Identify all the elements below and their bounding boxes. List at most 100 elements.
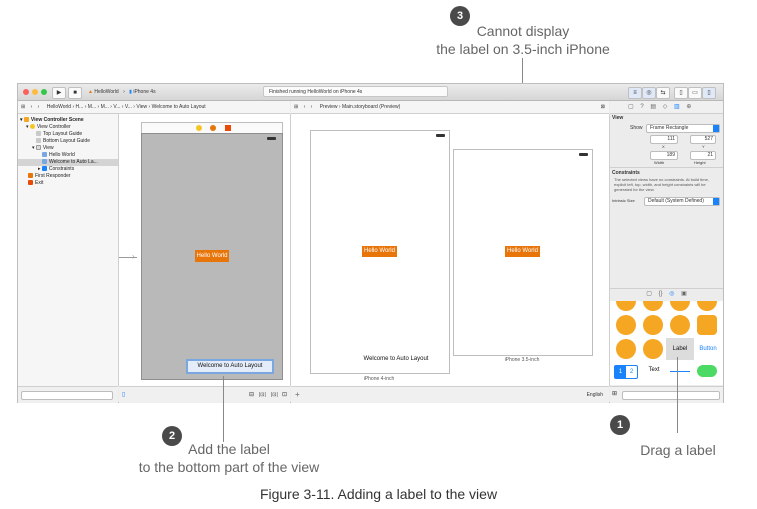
switch-item[interactable]	[697, 365, 717, 377]
y-field[interactable]: 527	[690, 135, 716, 144]
back-arrow-icon[interactable]: ‹	[30, 104, 33, 110]
close-button[interactable]	[23, 89, 29, 95]
page-control-object-icon[interactable]	[643, 339, 663, 359]
outline-row[interactable]: First Responder	[18, 173, 118, 180]
button-library-item[interactable]: Button	[699, 346, 717, 352]
minimize-button[interactable]	[32, 89, 38, 95]
version-editor-button[interactable]: ⇆	[656, 87, 670, 99]
scheme-icon: ▲	[88, 89, 93, 95]
media-library-icon[interactable]: ▣	[681, 291, 687, 297]
object-library-icon[interactable]: ◎	[669, 291, 675, 297]
grid-icon[interactable]: ⊞	[612, 391, 618, 397]
attributes-inspector-icon[interactable]: ◇	[662, 104, 668, 110]
scene-view[interactable]: Hello World Welcome to Auto Layout	[141, 133, 283, 380]
x-field[interactable]: 111	[650, 135, 678, 144]
grid-object-icon[interactable]	[616, 339, 636, 359]
back-arrow-icon[interactable]: ‹	[303, 104, 306, 110]
resolve-button[interactable]: ⊡	[282, 392, 288, 398]
debug-toggle-button[interactable]: ▭	[688, 87, 702, 99]
show-popup[interactable]: Frame Rectangle	[646, 124, 720, 133]
jump-item-project[interactable]: HelloWorld	[46, 104, 72, 110]
outline-row[interactable]: Hello World	[18, 152, 118, 159]
height-field[interactable]: 21	[690, 151, 716, 160]
jump-item-storyboard[interactable]: M...	[87, 104, 97, 110]
scheme-selector[interactable]: ▲ HelloWorld › ▮ iPhone 4s	[88, 87, 156, 97]
library-item[interactable]	[697, 301, 717, 311]
outline-row[interactable]: Bottom Layout Guide	[18, 138, 118, 145]
hexagon-object-icon[interactable]	[697, 315, 717, 335]
entry-arrow	[119, 257, 137, 258]
grid-icon[interactable]: ⊞	[294, 104, 299, 110]
first-responder-dock-icon[interactable]	[210, 125, 216, 131]
welcome-label[interactable]: Welcome to Auto Layout	[186, 359, 274, 374]
run-button[interactable]: ▶	[52, 87, 66, 99]
exit-dock-icon[interactable]	[225, 125, 231, 131]
figure-caption: Figure 3-11. Adding a label to the view	[259, 486, 498, 502]
popup-arrows-icon	[713, 125, 719, 132]
slider-item[interactable]	[670, 371, 690, 372]
intrinsic-size-popup[interactable]: Default (System Defined)	[644, 197, 720, 206]
library-item[interactable]	[670, 301, 690, 311]
utilities-toggle-button[interactable]: ▯	[702, 87, 716, 99]
library-item[interactable]	[616, 301, 636, 311]
close-preview-icon[interactable]: ⊠	[600, 104, 605, 110]
table-view-icon[interactable]	[616, 315, 636, 335]
width-field[interactable]: 189	[650, 151, 678, 160]
add-device-button[interactable]: +	[295, 390, 300, 399]
image-view-icon[interactable]	[670, 315, 690, 335]
text-field-item[interactable]: Text	[648, 367, 660, 373]
connections-inspector-icon[interactable]: ⊕	[686, 104, 692, 110]
zoom-button[interactable]	[41, 89, 47, 95]
storyboard-preview-label[interactable]: Main.storyboard (Preview)	[341, 104, 401, 110]
file-template-icon[interactable]: ▢	[646, 291, 652, 297]
jump-item-base[interactable]: M...	[100, 104, 109, 110]
jump-item-scene[interactable]: V...	[113, 104, 121, 110]
jump-item-group[interactable]: H...	[75, 104, 84, 110]
show-label: Show	[630, 125, 643, 131]
toolbar: ▶ ■ ▲ HelloWorld › ▮ iPhone 4s Finished …	[18, 84, 723, 101]
file-inspector-icon[interactable]: ▢	[628, 104, 634, 110]
xcode-window: ▶ ■ ▲ HelloWorld › ▮ iPhone 4s Finished …	[17, 83, 724, 403]
outline-row[interactable]: Exit	[18, 180, 118, 187]
jump-item-label[interactable]: Welcome to Auto Layout	[151, 104, 206, 110]
constraints-title: Constraints	[612, 170, 640, 176]
outline-row[interactable]: Top Layout Guide	[18, 131, 118, 138]
standard-editor-button[interactable]: ≡	[628, 87, 642, 99]
jump-item-controller[interactable]: V...	[124, 104, 132, 110]
battery-icon	[267, 137, 276, 140]
outline-filter-field[interactable]	[21, 391, 113, 400]
library-search-field[interactable]	[622, 391, 720, 400]
collection-view-icon[interactable]	[643, 315, 663, 335]
size-inspector-icon[interactable]: ▥	[674, 104, 680, 110]
library-item[interactable]	[643, 301, 663, 311]
hello-world-label[interactable]: Hello World	[195, 250, 229, 262]
preview-label[interactable]: Preview	[319, 104, 338, 110]
size-class-button[interactable]: ⊟	[249, 392, 255, 398]
pin-button[interactable]: |⊡|	[271, 392, 278, 398]
identity-inspector-icon[interactable]: ▤	[650, 104, 657, 110]
callout-2-number: 2	[162, 426, 182, 446]
assistant-editor-button[interactable]: ◎	[642, 87, 656, 99]
align-button[interactable]: |⊡|	[259, 392, 266, 398]
jump-item-view[interactable]: View	[136, 104, 148, 110]
outline-row[interactable]: ▸ Constraints	[38, 166, 75, 172]
view-controller-dock-icon[interactable]	[196, 125, 202, 131]
outline-row[interactable]: ▾ View Controller	[26, 124, 71, 130]
outline-row[interactable]: ▾ View	[32, 145, 54, 151]
forward-arrow-icon[interactable]: ›	[37, 104, 40, 110]
code-snippet-icon[interactable]: {}	[658, 291, 663, 297]
language-selector[interactable]: English	[586, 392, 603, 398]
scene-dock	[141, 122, 283, 133]
stop-button[interactable]: ■	[68, 87, 82, 99]
outline-row-selected[interactable]: Welcome to Auto La...	[18, 159, 118, 166]
outline-toggle-icon[interactable]: ▯	[122, 392, 126, 398]
label-library-item[interactable]: Label	[666, 338, 694, 360]
label-icon	[42, 152, 47, 158]
grid-icon[interactable]: ⊞	[21, 104, 26, 110]
outline-row[interactable]: ▾ View Controller Scene	[20, 117, 84, 123]
forward-arrow-icon[interactable]: ›	[310, 104, 313, 110]
navigator-toggle-button[interactable]: ▯	[674, 87, 688, 99]
help-inspector-icon[interactable]: ?	[640, 104, 644, 110]
